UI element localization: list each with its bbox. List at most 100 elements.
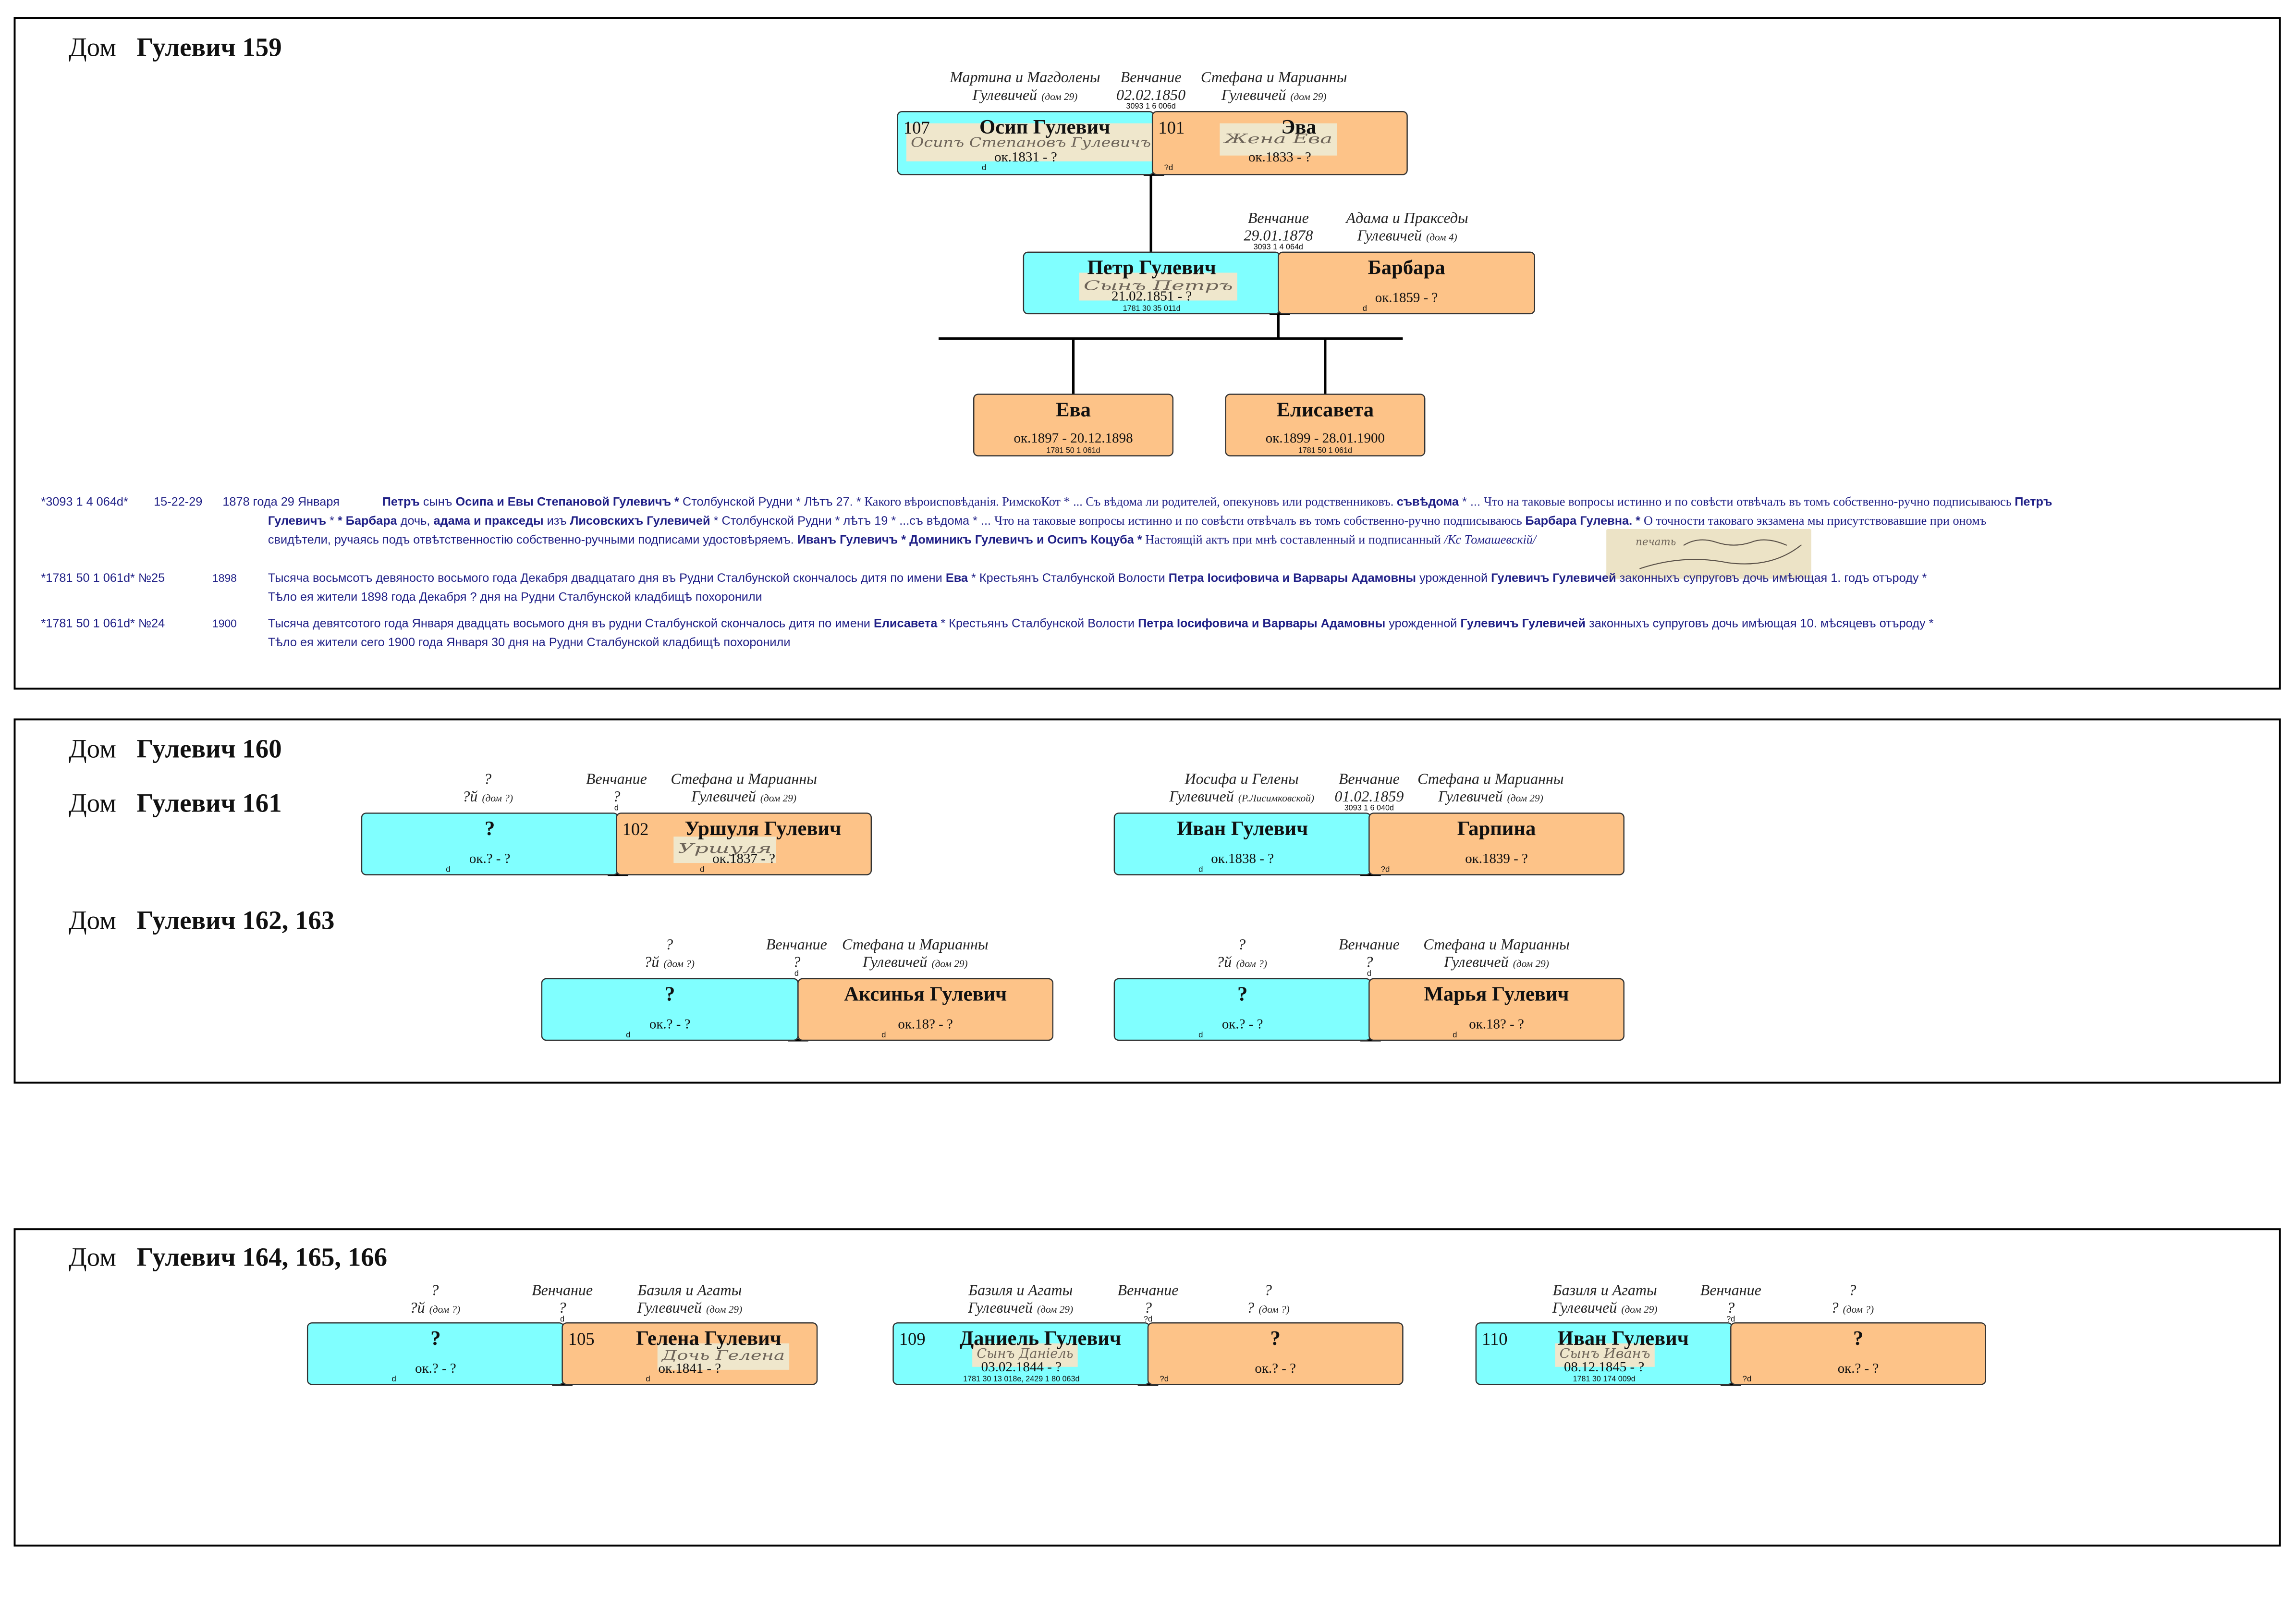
person-name: Петр Гулевич xyxy=(1087,257,1216,279)
record-archive-ref: *3093 1 4 064d* xyxy=(41,495,128,508)
person-dates: 08.12.1845 - ? xyxy=(1564,1359,1644,1375)
record-date: 1898 xyxy=(212,572,237,584)
handwritten-record-scan-icon xyxy=(1220,123,1337,156)
wedding-annotation-w5: ??й(дом ?)Стефана и МарианныГулевичей(до… xyxy=(644,935,988,978)
husband-parents: ? xyxy=(431,1281,439,1298)
person-name: Эва xyxy=(1281,116,1316,138)
parents-surname: Гулевичей(дом 29) xyxy=(1221,86,1327,103)
wedding-source-ref: ?d xyxy=(1144,1315,1152,1323)
person-dates: ок.1859 - ? xyxy=(1375,290,1438,306)
scan-handwriting: Осипъ Степановъ Гулевичъ xyxy=(911,135,1151,150)
person-source-ref: 1781 50 1 061d xyxy=(1046,446,1100,455)
record-flag: ?d xyxy=(1381,864,1390,874)
record-flag: d xyxy=(881,1030,886,1039)
signature-scan-icon xyxy=(1606,529,1811,579)
parents-surname: Гулевичей(дом 29) xyxy=(972,86,1078,103)
record-flag: d xyxy=(646,1374,650,1383)
record-text-line: Тысяча восьмсотъ девяносто восьмого года… xyxy=(268,571,1927,585)
handwritten-record-scan-icon xyxy=(673,837,776,863)
person-source-ref: 1781 30 13 018e, 2429 1 80 063d xyxy=(963,1375,1079,1383)
parents-surname: ?(дом ?) xyxy=(1246,1299,1290,1316)
parents-surname: Гулевичей(дом 29) xyxy=(1438,788,1543,805)
wife-parents: Адама и Пракседы xyxy=(1345,209,1468,226)
record-flag: d xyxy=(1453,1030,1457,1039)
person-box-unk163[interactable]: ?ок.? - ?d xyxy=(1113,978,1371,1041)
wedding-date: ? xyxy=(1365,953,1373,971)
wife-parents: ? xyxy=(1264,1281,1272,1298)
person-box-unk162[interactable]: ?ок.? - ?d xyxy=(541,978,799,1041)
parents-surname: Гулевичей(дом 29) xyxy=(862,953,968,971)
person-name: Барбара xyxy=(1368,257,1445,279)
handwritten-record-scan-icon xyxy=(972,1343,1078,1367)
record-flag: d xyxy=(626,1030,630,1039)
wedding-date: ? xyxy=(1144,1299,1152,1316)
signature-stroke xyxy=(1639,544,1802,569)
person-name: Гарпина xyxy=(1457,817,1536,840)
person-box-unk165[interactable]: ?ок.? - ??d xyxy=(1147,1322,1404,1385)
wedding-source-ref: 3093 1 4 064d xyxy=(1254,243,1303,251)
parents-surname: Гулевичей(дом 29) xyxy=(967,1299,1073,1316)
person-dates: ок.? - ? xyxy=(649,1017,691,1032)
husband-parents: ? xyxy=(484,770,491,787)
person-number: 109 xyxy=(899,1329,926,1349)
record-flag: d xyxy=(391,1374,396,1383)
handwritten-record-scan-icon xyxy=(657,1343,790,1370)
wedding-label: Венчание xyxy=(1339,935,1400,953)
person-box-unk164[interactable]: ?ок.? - ?d xyxy=(306,1322,564,1385)
person-box-bg xyxy=(1147,1322,1404,1385)
wedding-source-ref: 3093 1 6 006d xyxy=(1126,102,1175,111)
record-flag: ?d xyxy=(1164,163,1173,172)
person-name: Ева xyxy=(1056,398,1091,421)
record-text-line: Тѣло ея жители сего 1900 года Января 30 … xyxy=(268,636,791,649)
wedding-source-ref: d xyxy=(560,1315,564,1323)
person-number: 101 xyxy=(1158,118,1185,137)
family-tree-lines xyxy=(939,174,1403,394)
person-dates: ок.18? - ? xyxy=(1469,1017,1524,1032)
person-dates: ок.1841 - ? xyxy=(658,1361,721,1376)
wife-parents: Стефана и Марианны xyxy=(1423,935,1570,953)
person-box-unk160[interactable]: ?ок.? - ?d xyxy=(361,812,619,875)
wedding-label: Венчание xyxy=(532,1281,593,1298)
person-box-unk166[interactable]: ?ок.? - ??d xyxy=(1730,1322,1986,1385)
parents-surname: Гулевичей(дом 29) xyxy=(691,788,796,805)
person-dates: ок.? - ? xyxy=(415,1361,456,1376)
person-source-ref: 1781 30 174 009d xyxy=(1573,1375,1636,1383)
person-number: 102 xyxy=(623,819,649,839)
wedding-label: Венчание xyxy=(586,770,647,787)
person-name: Осип Гулевич xyxy=(979,116,1110,138)
wedding-date: ? xyxy=(559,1299,566,1316)
person-box-bg xyxy=(1225,394,1426,456)
scan-handwriting: Уршуля xyxy=(678,841,771,856)
person-name: Гелена Гулевич xyxy=(636,1327,782,1350)
parents-surname: ?(дом ?) xyxy=(1831,1299,1874,1316)
parents-surname: Гулевичей(дом 4) xyxy=(1357,226,1457,244)
parents-surname: Гулевичей(дом 29) xyxy=(1443,953,1549,971)
person-dates: ок.1831 - ? xyxy=(994,149,1057,165)
person-source-ref: 1781 50 1 061d xyxy=(1298,446,1352,455)
person-dates: 03.02.1844 - ? xyxy=(981,1359,1062,1375)
person-number: 110 xyxy=(1482,1329,1508,1349)
